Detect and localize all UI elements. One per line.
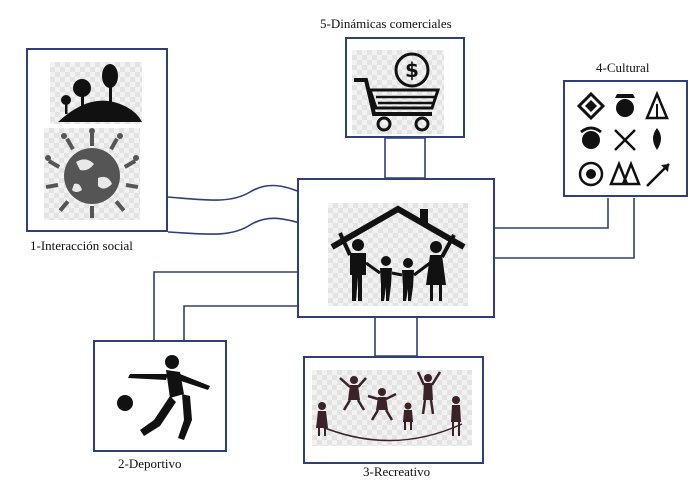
connector-recreativo: [374, 315, 418, 357]
cultural-symbols-icon: [576, 90, 670, 187]
trees-icon: [58, 64, 142, 122]
label-interaccion: 1-Interacción social: [30, 238, 133, 253]
family-house-icon: [330, 205, 466, 301]
shopping-cart-dollar-icon: $: [354, 52, 441, 132]
globe-people-icon: [45, 128, 139, 218]
connector-deportivo: [153, 271, 300, 340]
label-recreativo: 3-Recreativo: [363, 464, 431, 479]
svg-text:$: $: [405, 58, 419, 82]
soccer-player-icon: [117, 355, 210, 440]
node-deportivo: [93, 340, 227, 452]
connector-cultural: [495, 198, 609, 229]
label-comerciales: 5-Dinámicas comerciales: [320, 16, 452, 31]
children-playing-icon: [316, 371, 463, 442]
label-cultural: 4-Cultural: [596, 60, 650, 75]
connector-comerciales: [384, 137, 426, 179]
connector-interaccion: [167, 184, 301, 201]
label-deportivo: 2-Deportivo: [118, 456, 182, 471]
globe-image: [44, 128, 140, 220]
